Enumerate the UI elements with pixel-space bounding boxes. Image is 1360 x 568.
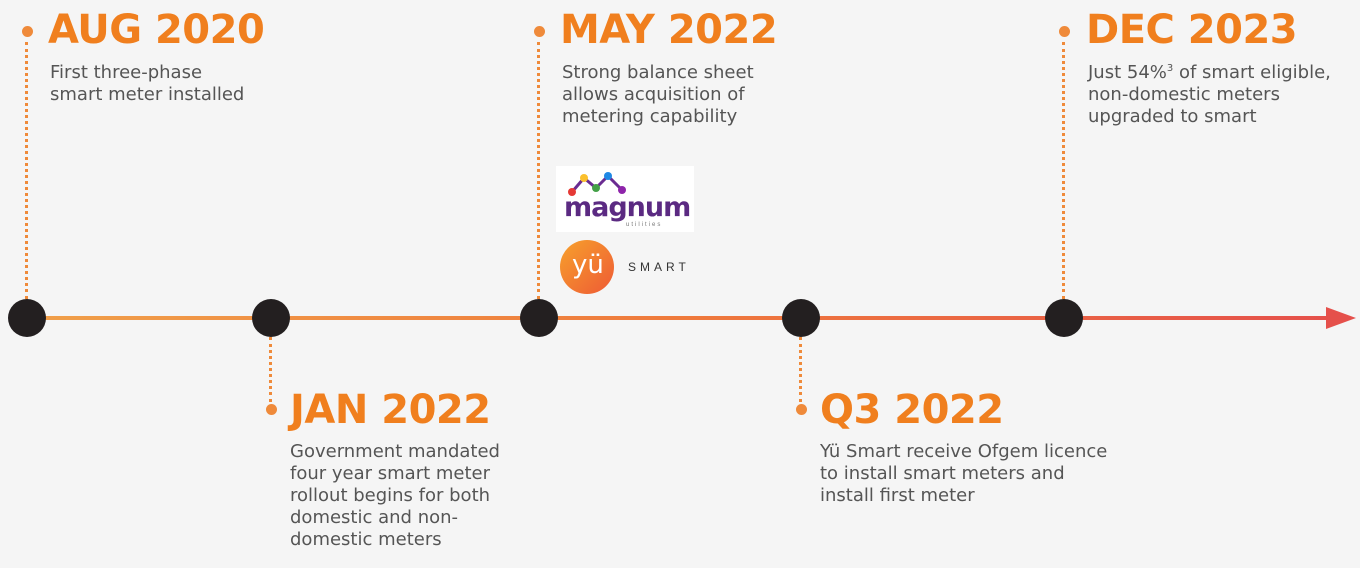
connector-jan-2022 xyxy=(269,337,272,402)
milestone-desc-aug-2020: First three-phase smart meter installed xyxy=(50,62,245,105)
magnum-utilities-logo: magnum utilities xyxy=(556,166,694,232)
connector-q3-2022 xyxy=(799,337,802,402)
yu-logo-word: yü xyxy=(572,250,604,280)
milestone-date-q3-2022: Q3 2022 xyxy=(820,387,1004,433)
milestone-desc-may-2022: Strong balance sheet allows acquisition … xyxy=(562,62,754,127)
timeline-node-aug-2020 xyxy=(8,299,46,337)
connector-dot-jan-2022 xyxy=(266,404,277,415)
magnum-logo-word: magnum xyxy=(564,192,691,223)
magnum-logo-sub: utilities xyxy=(626,222,663,228)
connector-aug-2020 xyxy=(25,42,28,299)
timeline-node-jan-2022 xyxy=(252,299,290,337)
milestone-desc-dec-2023: Just 54%3 of smart eligible, non-domesti… xyxy=(1088,62,1331,127)
milestone-date-jan-2022: JAN 2022 xyxy=(290,387,491,433)
timeline-arrow-icon xyxy=(1326,307,1356,329)
connector-dot-may-2022 xyxy=(534,26,545,37)
magnum-logo-mark-icon xyxy=(568,172,626,196)
yu-logo-circle-icon xyxy=(560,240,614,294)
connector-dot-dec-2023 xyxy=(1059,26,1070,37)
yu-logo-tag: SMART xyxy=(628,260,690,274)
milestone-date-dec-2023: DEC 2023 xyxy=(1086,7,1298,53)
yu-smart-logo: yü SMART xyxy=(560,240,720,304)
timeline-axis xyxy=(24,316,1336,320)
timeline-node-may-2022 xyxy=(520,299,558,337)
connector-dec-2023 xyxy=(1062,42,1065,299)
timeline-node-dec-2023 xyxy=(1045,299,1083,337)
milestone-date-aug-2020: AUG 2020 xyxy=(48,7,265,53)
connector-may-2022 xyxy=(537,42,540,299)
connector-dot-q3-2022 xyxy=(796,404,807,415)
connector-dot-aug-2020 xyxy=(22,26,33,37)
milestone-date-may-2022: MAY 2022 xyxy=(560,7,778,53)
timeline-node-q3-2022 xyxy=(782,299,820,337)
milestone-desc-q3-2022: Yü Smart receive Ofgem licence to instal… xyxy=(820,441,1108,506)
milestone-desc-jan-2022: Government mandated four year smart mete… xyxy=(290,441,500,550)
